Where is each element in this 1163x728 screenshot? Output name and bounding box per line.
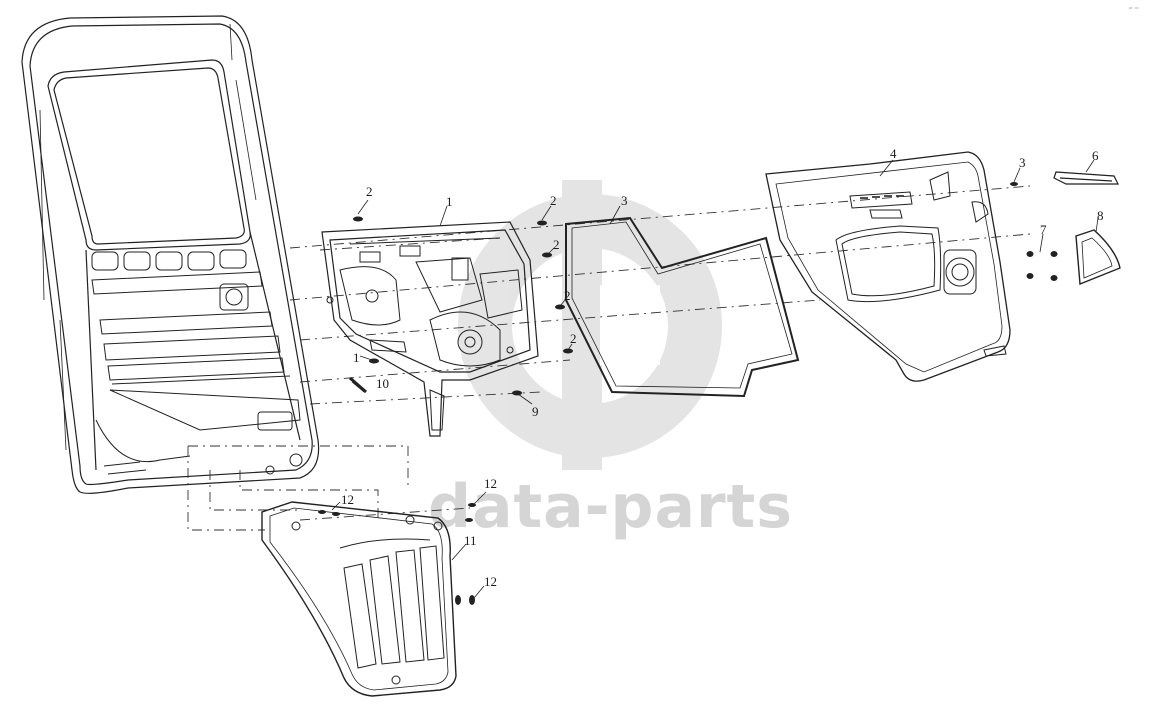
callout-1: 1 [353,350,360,365]
pin-part-10 [349,376,367,394]
corner-cover-part-8 [1075,229,1121,286]
callout-1: 1 [446,194,453,209]
fasteners-part-7 [1010,182,1058,281]
callout-12: 12 [484,574,497,589]
callout-2: 2 [553,237,560,252]
callout-9: 9 [532,404,539,419]
callout-3: 3 [621,193,628,208]
corner-mark: ≠ ═ [1128,5,1139,12]
callout-10: 10 [376,376,389,391]
assembly-guide-lines [187,185,1031,531]
callout-12: 12 [341,492,354,507]
fasteners-part-12 [318,503,476,605]
lower-cover-part-11 [261,501,457,697]
callout-2: 2 [564,288,571,303]
callout-8: 8 [1097,208,1104,223]
callout-11: 11 [464,533,477,548]
watermark-text: data-parts [428,472,793,542]
seal-sheet-part-3 [565,216,800,398]
leader-lines [331,159,1099,599]
door-frame [21,15,320,494]
callout-7: 7 [1040,222,1047,237]
trim-panel-part-4 [765,151,1011,382]
inner-module-part-1 [321,221,539,437]
callout-labels: 1 1 2 2 2 2 2 3 3 4 6 7 8 9 10 11 12 12 … [341,146,1104,589]
callout-12: 12 [484,476,497,491]
callout-6: 6 [1092,148,1099,163]
callout-4: 4 [890,146,897,161]
callout-2: 2 [366,184,373,199]
fasteners-part-2 [353,216,573,396]
callout-2: 2 [570,331,577,346]
callout-3: 3 [1019,155,1026,170]
callout-2: 2 [550,193,557,208]
trim-strip-part-6 [1053,171,1119,185]
